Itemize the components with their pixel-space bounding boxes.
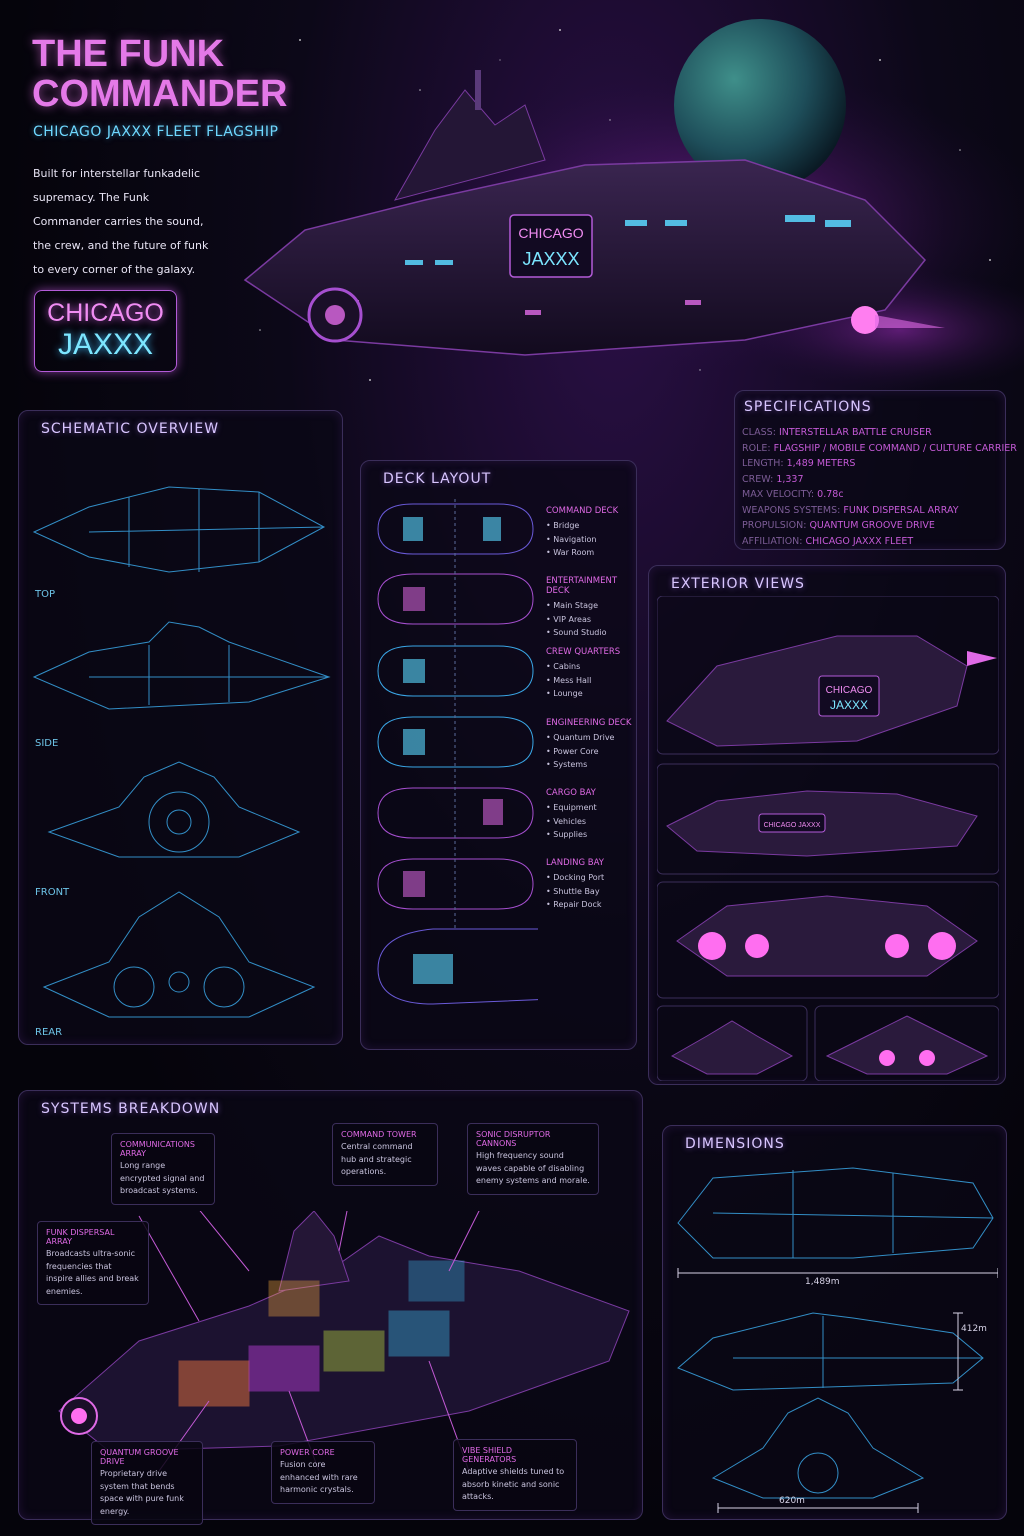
spec-row: CLASS: INTERSTELLAR BATTLE CRUISER [742,427,932,438]
dimensions-blueprints [677,1167,998,1513]
deck-cargo-bay: CARGO BAY • Equipment • Vehicles • Suppl… [546,788,597,839]
schematic-title: SCHEMATIC OVERVIEW [41,421,220,437]
title-line-1: THE FUNK [32,33,225,75]
hero-ship-illustration: CHICAGO JAXXX [243,70,945,356]
deck-command: COMMAND DECK • Bridge • Navigation • War… [546,506,619,557]
spec-row: AFFILIATION: CHICAGO JAXXX FLEET [742,535,914,547]
logo-top-text: CHICAGO [47,299,164,327]
intro-paragraph: Built for interstellar funkadelic suprem… [33,167,209,276]
spec-row: LENGTH: 1,489 METERS [742,458,856,469]
dimension-length: 1,489m [805,1277,840,1287]
systems-cutaway-illustration [58,1211,630,1471]
planet-icon [674,19,846,191]
chicago-jaxxx-logo: CHICAGO JAXXX [34,290,177,372]
callout-funk-dispersal-array: FUNK DISPERSAL ARRAY Broadcasts ultra-so… [37,1221,149,1305]
hull-sign-bottom: JAXXX [522,249,579,269]
dimension-height: 412m [961,1324,987,1334]
logo-bottom-text: JAXXX [57,328,154,361]
schematic-overview-panel: SCHEMATIC OVERVIEW TOP SIDE FRONT REAR [18,410,343,1045]
spec-row: MAX VELOCITY: 0.78c [742,489,844,500]
exterior-side-sign: CHICAGO JAXXX [764,822,821,829]
dimensions-title: DIMENSIONS [685,1136,785,1152]
callout-command-tower: COMMAND TOWER Central command hub and st… [332,1123,438,1186]
spec-row: WEAPONS SYSTEMS: FUNK DISPERSAL ARRAY [742,504,959,516]
exterior-views-title: EXTERIOR VIEWS [671,576,805,592]
specifications-panel: SPECIFICATIONS CLASS: INTERSTELLAR BATTL… [734,390,1017,550]
spec-row: CREW: 1,337 [742,473,804,485]
dimensions-panel: DIMENSIONS 1,489m 412m 620m [662,1125,1007,1520]
exterior-views-panel: EXTERIOR VIEWS CHICAGO JAXXX CHICAGO JAX… [648,565,1006,1085]
spec-list: CLASS: INTERSTELLAR BATTLE CRUISER ROLE:… [742,425,1017,549]
deck-entertainment: ENTERTAINMENT DECK • Main Stage • VIP Ar… [546,576,618,637]
callout-vibe-shield-generators: VIBE SHIELD GENERATORS Adaptive shields … [453,1439,577,1511]
spec-row: ROLE: FLAGSHIP / MOBILE COMMAND / CULTUR… [742,442,1017,454]
spec-row: PROPULSION: QUANTUM GROOVE DRIVE [742,520,935,531]
view-label-rear: REAR [35,1027,63,1038]
page-title: THE FUNK COMMANDER [32,34,287,114]
page-subtitle: CHICAGO JAXXX FLEET FLAGSHIP [33,124,279,140]
exterior-sign-top: CHICAGO [826,685,873,696]
exterior-sign-bottom: JAXXX [830,698,868,712]
schematic-blueprints [32,486,331,1018]
callout-quantum-groove-drive: QUANTUM GROOVE DRIVE Proprietary drive s… [91,1441,203,1525]
deck-landing-bay: LANDING BAY • Docking Port • Shuttle Bay… [546,858,605,909]
callout-sonic-disruptor-cannons: SONIC DISRUPTOR CANNONS High frequency s… [467,1123,599,1195]
view-label-front: FRONT [35,887,70,898]
deck-crew-quarters: CREW QUARTERS • Cabins • Mess Hall • Lou… [546,647,621,698]
deck-diagrams [377,499,538,1005]
callout-communications-array: COMMUNICATIONS ARRAY Long range encrypte… [111,1133,215,1205]
hull-sign-top: CHICAGO [518,225,583,241]
view-label-side: SIDE [35,738,59,749]
systems-title: SYSTEMS BREAKDOWN [41,1101,221,1117]
systems-breakdown-panel: SYSTEMS BREAKDOWN COMMUNICATIONS ARRAY L… [18,1090,643,1525]
title-line-2: COMMANDER [32,73,288,115]
callout-power-core: POWER CORE Fusion core enhanced with rar… [271,1441,375,1504]
view-label-top: TOP [35,589,56,600]
deck-engineering: ENGINEERING DECK • Quantum Drive • Power… [546,718,632,769]
specifications-title: SPECIFICATIONS [744,399,872,415]
deck-layout-title: DECK LAYOUT [383,471,492,487]
exterior-illustrations: CHICAGO JAXXX CHICAGO JAXXX [657,596,999,1081]
deck-layout-panel: DECK LAYOUT COMMAND DECK • Bridge • Navi… [360,460,637,1050]
dimension-width: 620m [779,1496,805,1506]
